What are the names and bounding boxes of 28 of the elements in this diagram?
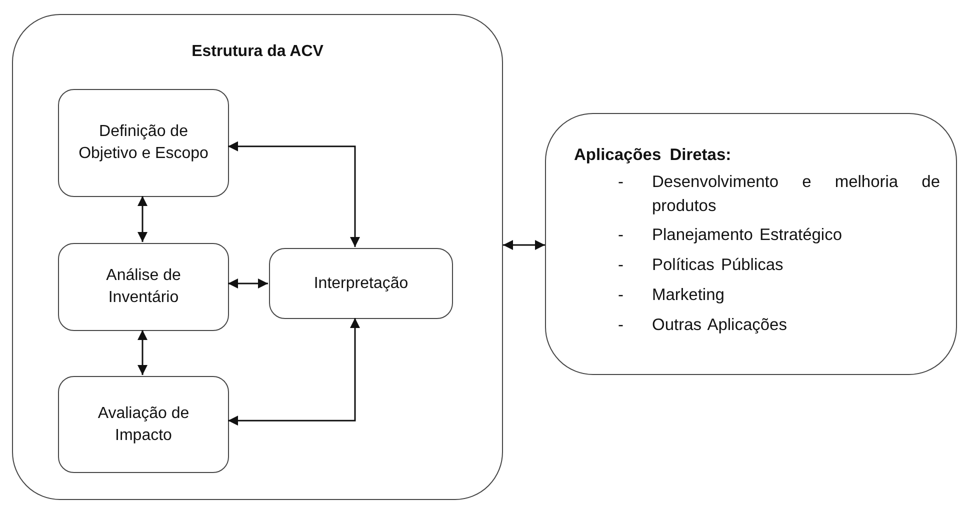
box-label: Avaliação de Impacto xyxy=(96,404,190,446)
group-title: Estrutura da ACV xyxy=(190,43,324,61)
connector-arrow xyxy=(228,318,360,426)
box-label: Análise de Inventário xyxy=(105,266,182,308)
list-item: Marketing xyxy=(652,285,726,306)
connector-arrow xyxy=(228,141,360,247)
box-label: Definição de Objetivo e Escopo xyxy=(78,122,210,164)
list-item: Planejamento Estratégico xyxy=(652,225,844,246)
list-heading: Aplicações Diretas: xyxy=(574,146,732,165)
connector-arrow xyxy=(503,240,545,250)
list-item: Outras Aplicações xyxy=(652,315,788,336)
applications-box xyxy=(545,113,957,375)
process-box xyxy=(58,89,229,197)
connector-arrow xyxy=(138,196,148,242)
group-frame xyxy=(12,14,503,500)
list-item: Desenvolvimento e melhoria de produtos xyxy=(652,172,940,217)
list-bullet: - xyxy=(618,285,624,306)
process-box xyxy=(269,248,453,319)
list-bullet: - xyxy=(618,172,624,193)
connector-arrow xyxy=(228,278,268,288)
process-box xyxy=(58,376,229,473)
connector-arrow xyxy=(138,330,148,375)
list-bullet: - xyxy=(618,315,624,336)
list-item: Políticas Públicas xyxy=(652,255,784,276)
list-bullet: - xyxy=(618,255,624,276)
process-box xyxy=(58,243,229,331)
list-bullet: - xyxy=(618,225,624,246)
box-label: Interpretação xyxy=(314,274,408,294)
